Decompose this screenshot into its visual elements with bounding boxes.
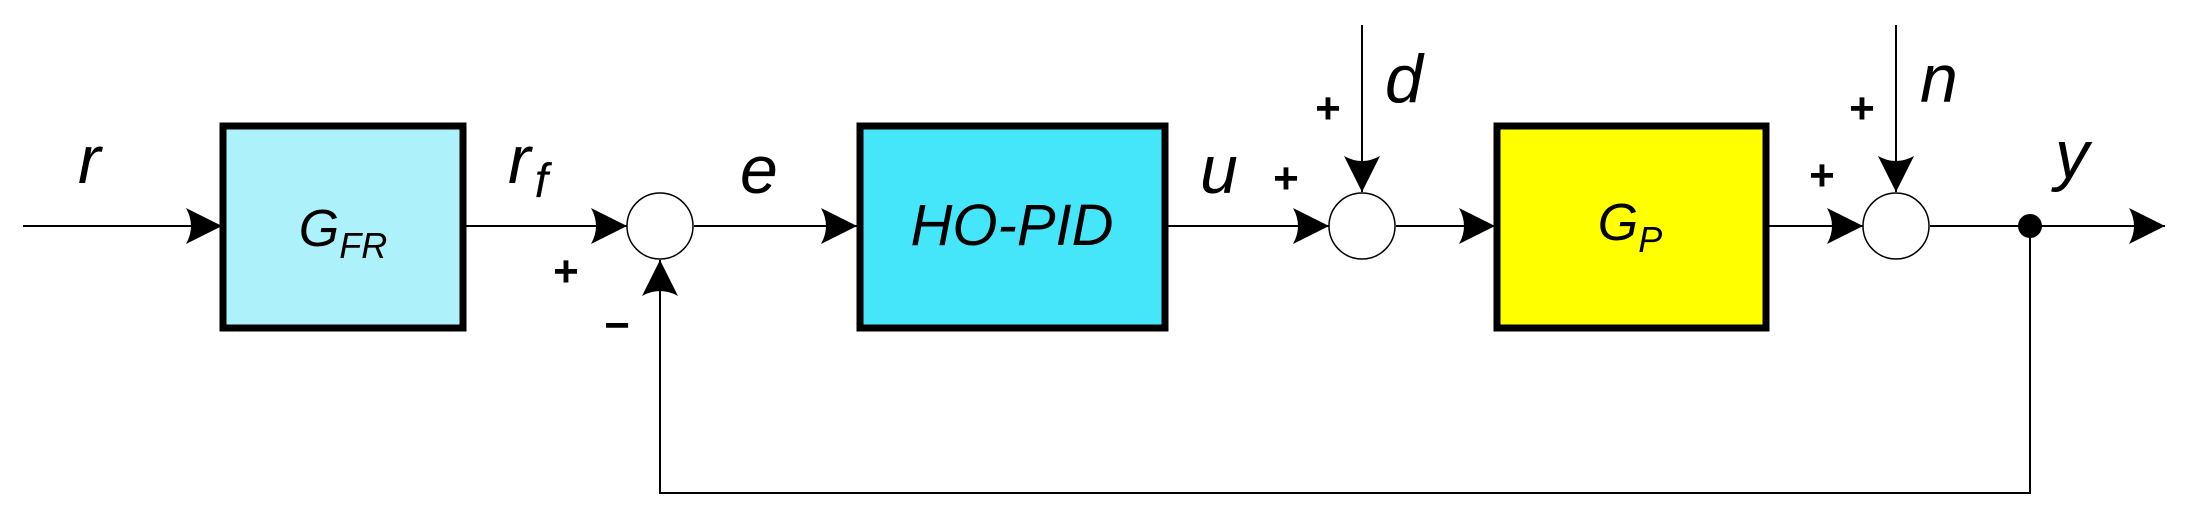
sum3-plus-left-sign: +: [1809, 151, 1835, 200]
block-plant-label: GP: [1598, 194, 1662, 260]
arrowhead-into-sum3: [1827, 208, 1863, 244]
summing-junction-2: [1328, 192, 1396, 260]
block-gfr-label: GFR: [299, 200, 387, 266]
block-feedforward-filter: GFR: [219, 122, 467, 332]
arrowhead-into-gfr: [186, 208, 222, 244]
arrowhead-into-sum2: [1293, 208, 1329, 244]
block-controller-label: HO-PID: [911, 193, 1114, 258]
block-plant: GP: [1493, 122, 1770, 332]
sum1-minus-sign: −: [604, 301, 630, 350]
feedback-path: [659, 226, 2031, 494]
block-plant-main: G: [1598, 194, 1638, 252]
block-controller: HO-PID: [856, 122, 1169, 332]
arrowhead-output: [2129, 208, 2165, 244]
block-gfr-main: G: [299, 200, 339, 258]
signal-label-y: y: [2051, 117, 2093, 193]
signal-label-r: r: [78, 122, 103, 198]
block-gfr-box: [219, 122, 467, 332]
block-gfr-sub: FR: [339, 225, 387, 266]
sum1-plus-sign: +: [553, 247, 579, 296]
arrowhead-feedback-into-sum1: [642, 260, 678, 296]
sum2-plus-left-sign: +: [1273, 154, 1299, 203]
arrowhead-into-controller: [821, 208, 857, 244]
signal-label-e: e: [740, 132, 778, 208]
block-plant-sub: P: [1638, 219, 1662, 260]
arrowhead-n-into-sum3: [1878, 156, 1914, 192]
sum2-plus-top-sign: +: [1315, 84, 1341, 133]
pickoff-point: [2018, 214, 2042, 238]
signal-lines: [23, 25, 2165, 494]
signal-label-rf: rf: [508, 122, 553, 208]
sum3-plus-top-sign: +: [1849, 84, 1875, 133]
signal-label-d: d: [1385, 41, 1425, 117]
signal-label-rf-sub: f: [535, 155, 553, 208]
signal-label-u: u: [1200, 132, 1238, 208]
block-controller-box: [856, 122, 1169, 332]
signal-label-rf-main: r: [508, 122, 533, 198]
signal-label-n: n: [1920, 41, 1958, 117]
arrowhead-into-sum1: [591, 208, 627, 244]
arrowhead-into-plant: [1459, 208, 1495, 244]
arrowhead-d-into-sum2: [1344, 156, 1380, 192]
block-plant-box: [1493, 122, 1770, 332]
summing-junction-1: [626, 192, 694, 260]
summing-junction-3: [1862, 192, 1930, 260]
